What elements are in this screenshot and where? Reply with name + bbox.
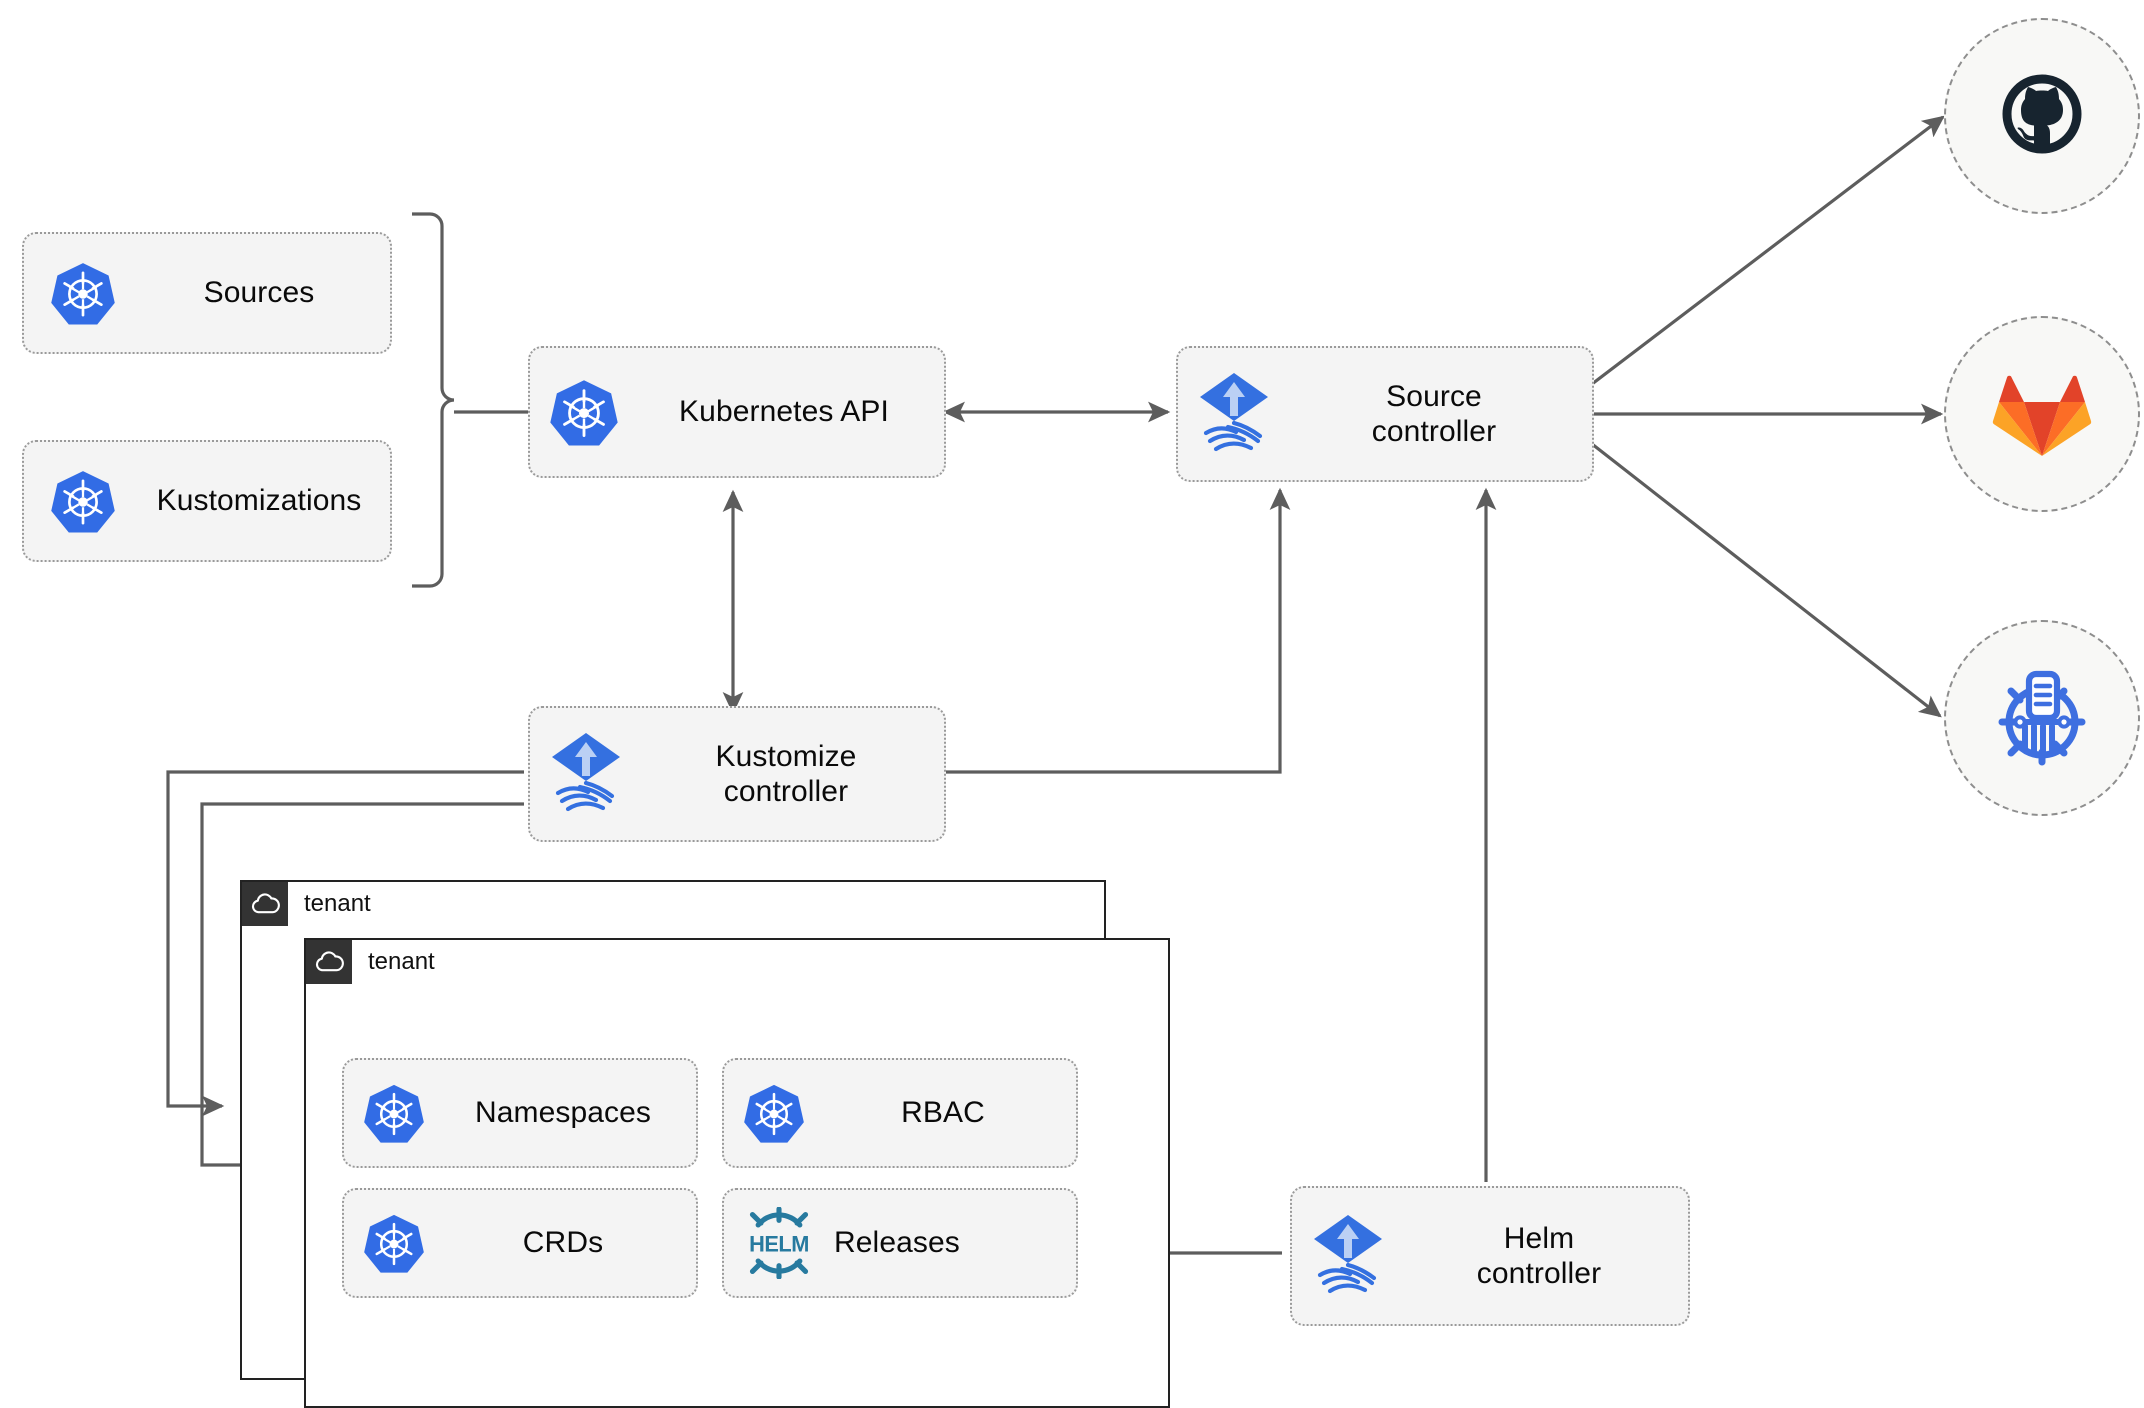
provider-github[interactable] [1944,18,2140,214]
tenant-resource-label: CRDs [522,1226,604,1260]
kubernetes-icon [344,1082,444,1144]
flux-icon [1292,1213,1404,1299]
tenant-resource-label: Namespaces [474,1096,652,1130]
kubernetes-icon [530,377,638,447]
kubernetes-icon [24,468,142,534]
cloud-icon [242,882,288,926]
node-sources[interactable]: Sources [22,232,392,354]
kubernetes-icon [344,1212,444,1274]
tenant-header: tenant [306,940,435,984]
tenant-resource-label: Releases [834,1226,960,1260]
provider-gitlab[interactable] [1944,316,2140,512]
node-label: Kustomize controller [715,739,857,808]
tenant-header: tenant [242,882,371,926]
tenant-label: tenant [304,890,371,917]
tenant-resource-namespaces[interactable]: Namespaces [342,1058,698,1168]
wire-source-controller-github [1591,115,1945,386]
tenant-container-front[interactable]: tenant [304,938,1170,1408]
node-kubernetes-api[interactable]: Kubernetes API [528,346,946,478]
node-label: Helm controller [1476,1221,1602,1290]
wire-kustomize-controller-to-tenant-back [166,770,524,1117]
provider-helm-repo[interactable] [1944,620,2140,816]
tenant-resource-rbac[interactable]: RBAC [722,1058,1078,1168]
node-label: Kubernetes API [679,395,889,429]
resources-bracket [412,212,455,588]
node-kustomizations[interactable]: Kustomizations [22,440,392,562]
cloud-icon [306,940,352,984]
node-label: Kustomizations [156,484,362,518]
tenant-label: tenant [368,948,435,975]
kubernetes-icon [24,260,142,326]
gitlab-icon [1992,375,2092,456]
node-source-controller[interactable]: Source controller [1176,346,1594,482]
tenant-resource-releases[interactable]: HELM Releases [722,1188,1078,1298]
kubernetes-icon [724,1082,824,1144]
tenant-resource-label: RBAC [901,1096,985,1130]
node-kustomize-controller[interactable]: Kustomize controller [528,706,946,842]
helm-icon: HELM [724,1207,834,1279]
node-helm-controller[interactable]: Helm controller [1290,1186,1690,1326]
svg-text:HELM: HELM [749,1232,809,1257]
flux-icon [1178,371,1290,457]
wire-kustomize-controller-to-source-controller [945,487,1291,774]
wire-source-controller-helm-repo [1591,442,1942,718]
node-label: Source controller [1371,379,1497,448]
flux-icon [530,731,642,817]
github-icon [2002,74,2082,154]
tenant-resource-crds[interactable]: CRDs [342,1188,698,1298]
helm-repo-icon [1998,670,2086,766]
node-label: Sources [203,276,315,310]
